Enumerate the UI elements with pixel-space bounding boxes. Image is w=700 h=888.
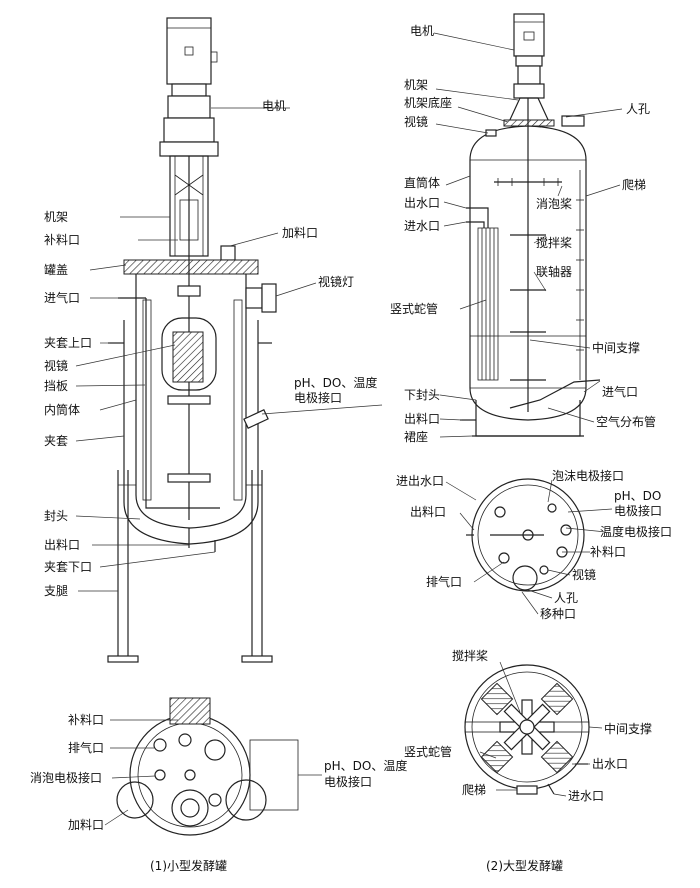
small-electrode-port <box>243 409 269 429</box>
small-label-frame: 机架 <box>44 210 68 224</box>
large-label-agitator: 搅拌桨 <box>536 235 572 250</box>
small-label-feed-port: 补料口 <box>44 233 80 247</box>
large-label-coupling: 联轴器 <box>536 264 572 279</box>
small-label-head: 封头 <box>44 509 68 523</box>
large-section-label-water-out: 出水口 <box>592 757 628 771</box>
large-section-labels: 搅拌桨 中间支撑 竖式蛇管 出水口 爬梯 进水口 <box>404 648 652 803</box>
large-top-label-inout-water: 进出水口 <box>396 474 444 488</box>
large-top-label-inoc-port: 移种口 <box>540 607 576 621</box>
large-section-agitator <box>499 699 555 755</box>
large-top-label-ph-do-l2: 电极接口 <box>614 503 662 518</box>
large-label-air-inlet: 进气口 <box>602 384 638 399</box>
small-label-air-inlet: 进气口 <box>44 290 80 305</box>
large-top-label-exhaust: 排气口 <box>426 574 462 589</box>
large-air-pipe <box>509 379 601 409</box>
small-label-sight-glass: 视镜 <box>44 358 68 373</box>
small-top-label-electrode-l2: 电极接口 <box>324 774 372 789</box>
small-label-sight-lamp: 视镜灯 <box>318 274 354 289</box>
small-label-lid: 罐盖 <box>44 263 68 277</box>
small-fermenter-drawing <box>75 17 383 663</box>
large-label-air-distributor: 空气分布管 <box>596 414 656 429</box>
small-lid <box>123 259 259 275</box>
small-label-inner-cylinder: 内筒体 <box>44 402 80 417</box>
large-top-label-temp-electrode: 温度电极接口 <box>600 524 672 539</box>
large-label-sight-glass: 视镜 <box>404 114 428 129</box>
large-section-ladder <box>516 785 538 795</box>
large-top-label-feed-port: 补料口 <box>590 545 626 559</box>
large-label-straight-shell: 直筒体 <box>404 175 440 190</box>
large-label-motor: 电机 <box>410 24 434 38</box>
small-inner-shell <box>135 274 247 529</box>
large-frame-base <box>503 119 555 127</box>
small-label-legs: 支腿 <box>44 584 68 598</box>
large-label-frame: 机架 <box>404 78 428 92</box>
small-sight-glass <box>172 331 204 383</box>
small-charge-port <box>220 245 236 261</box>
small-label-jacket-lower: 夹套下口 <box>44 560 92 574</box>
large-label-water-out: 出水口 <box>404 196 440 210</box>
small-leg-right <box>251 470 263 658</box>
large-label-ladder: 爬梯 <box>622 178 646 192</box>
small-top-label-defoam-electrode: 消泡电极接口 <box>30 770 102 785</box>
large-section-coil-1 <box>480 682 514 716</box>
large-fermenter-drawing <box>433 13 623 438</box>
large-top-label-outlet: 出料口 <box>410 505 446 519</box>
small-label-outlet: 出料口 <box>44 538 80 552</box>
small-label-jacket: 夹套 <box>44 434 68 448</box>
small-top-view <box>104 697 322 836</box>
small-motor-body <box>166 17 212 85</box>
small-top-label-electrode-l1: pH、DO、温度 <box>324 758 407 773</box>
large-coil <box>477 227 499 381</box>
small-label-jacket-upper: 夹套上口 <box>44 336 92 350</box>
large-label-manhole: 人孔 <box>626 102 650 116</box>
small-top-charge-circle <box>116 781 154 819</box>
large-label-middle-support: 中间支撑 <box>592 340 640 355</box>
large-top-label-sight-glass: 视镜 <box>572 567 596 582</box>
small-labels: 电机 机架 补料口 罐盖 进气口 夹套上口 视镜 挡板 内筒体 夹套 封头 出料… <box>44 99 377 598</box>
small-label-charge-port: 加料口 <box>282 226 318 240</box>
large-label-coil: 竖式蛇管 <box>390 301 438 316</box>
large-labels: 电机 机架 机架底座 视镜 人孔 直筒体 爬梯 出水口 消泡桨 进水口 搅拌桨 … <box>390 24 656 444</box>
large-top-label-foam-electrode: 泡沫电极接口 <box>552 468 624 483</box>
small-label-electrode-l1: pH、DO、温度 <box>294 375 377 390</box>
small-label-electrode-l2: 电极接口 <box>294 390 342 405</box>
large-motor-body <box>513 13 545 57</box>
large-top-label-ph-do-l1: pH、DO <box>614 489 661 503</box>
large-section-label-water-in: 进水口 <box>568 789 604 803</box>
large-label-outlet: 出料口 <box>404 412 440 426</box>
small-top-label-charge-port: 加料口 <box>68 818 104 832</box>
large-section-view <box>464 661 603 797</box>
small-label-motor: 电机 <box>262 99 286 113</box>
large-label-lower-head: 下封头 <box>404 388 440 402</box>
small-label-baffle: 挡板 <box>44 379 68 393</box>
large-label-water-in: 进水口 <box>404 219 440 233</box>
large-label-frame-base: 机架底座 <box>404 95 452 110</box>
small-top-label-feed-port: 补料口 <box>68 713 104 727</box>
large-label-defoam-paddle: 消泡桨 <box>536 197 572 211</box>
large-top-labels: 进出水口 泡沫电极接口 pH、DO 电极接口 出料口 温度电极接口 补料口 排气… <box>396 468 672 621</box>
large-top-manhole <box>512 565 538 591</box>
large-section-label-coil: 竖式蛇管 <box>404 744 452 759</box>
small-top-labels: 补料口 排气口 消泡电极接口 加料口 pH、DO、温度 电极接口 <box>30 713 407 832</box>
large-section-label-ladder: 爬梯 <box>462 783 486 797</box>
small-sight-lamp <box>245 287 263 309</box>
small-impeller-1 <box>167 395 211 405</box>
large-caption: (2)大型发酵罐 <box>486 858 563 873</box>
large-label-skirt: 裙座 <box>404 429 428 444</box>
large-section-label-middle-support: 中间支撑 <box>604 721 652 736</box>
small-leg-left <box>117 470 129 658</box>
large-top-view <box>445 478 613 615</box>
large-frame <box>513 83 545 99</box>
small-top-label-exhaust: 排气口 <box>68 740 104 755</box>
small-baffle-left <box>142 299 152 501</box>
small-caption: (1)小型发酵罐 <box>150 858 227 873</box>
large-section-label-agitator: 搅拌桨 <box>452 648 488 663</box>
large-manhole <box>561 115 585 127</box>
large-top-label-manhole: 人孔 <box>554 591 578 605</box>
